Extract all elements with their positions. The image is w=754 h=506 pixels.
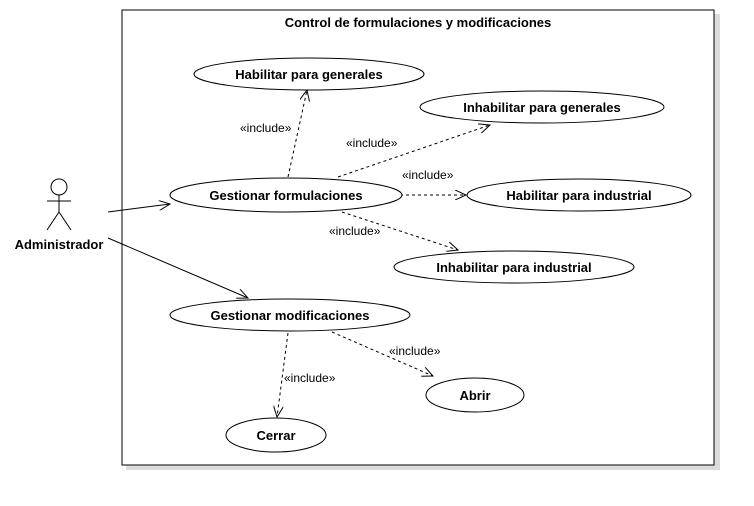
use-case-habilitar-industrial	[466, 178, 692, 212]
include-label-cerrar: «include»	[284, 371, 336, 385]
use-case-label-inhabilitar-industrial: Inhabilitar para industrial	[436, 260, 591, 275]
use-case-abrir	[425, 377, 525, 413]
use-case-label-abrir: Abrir	[459, 388, 490, 403]
use-case-habilitar-generales	[193, 57, 425, 91]
system-title: Control de formulaciones y modificacione…	[285, 15, 552, 30]
include-label-habilitar-generales: «include»	[240, 121, 292, 135]
include-arrow-cerrar	[277, 332, 289, 417]
include-label-habilitar-industrial: «include»	[402, 168, 454, 182]
include-arrow-inhabilitar-industrial	[341, 211, 458, 250]
association-gestionar-modificaciones	[107, 237, 248, 298]
use-case-label-habilitar-generales: Habilitar para generales	[235, 67, 382, 82]
use-case-inhabilitar-generales	[419, 90, 665, 124]
actor-figure	[46, 178, 72, 231]
include-arrow-abrir	[331, 331, 433, 376]
include-label-abrir: «include»	[389, 344, 441, 358]
use-case-label-gestionar-formulaciones: Gestionar formulaciones	[209, 188, 362, 203]
include-label-inhabilitar-industrial: «include»	[329, 224, 381, 238]
include-arrow-inhabilitar-generales	[337, 125, 490, 178]
use-case-label-gestionar-modificaciones: Gestionar modificaciones	[211, 308, 370, 323]
include-label-inhabilitar-generales: «include»	[346, 136, 398, 150]
association-gestionar-formulaciones	[107, 204, 170, 213]
use-case-gestionar-formulaciones	[169, 177, 403, 213]
system-boundary	[121, 9, 715, 466]
use-case-label-inhabilitar-generales: Inhabilitar para generales	[463, 100, 621, 115]
include-arrow-habilitar-generales	[287, 90, 307, 178]
use-case-cerrar	[225, 417, 327, 453]
actor-name: Administrador	[15, 237, 104, 252]
use-case-label-habilitar-industrial: Habilitar para industrial	[506, 188, 651, 203]
use-case-inhabilitar-industrial	[393, 250, 635, 284]
use-case-label-cerrar: Cerrar	[256, 428, 295, 443]
use-case-gestionar-modificaciones	[169, 298, 411, 332]
